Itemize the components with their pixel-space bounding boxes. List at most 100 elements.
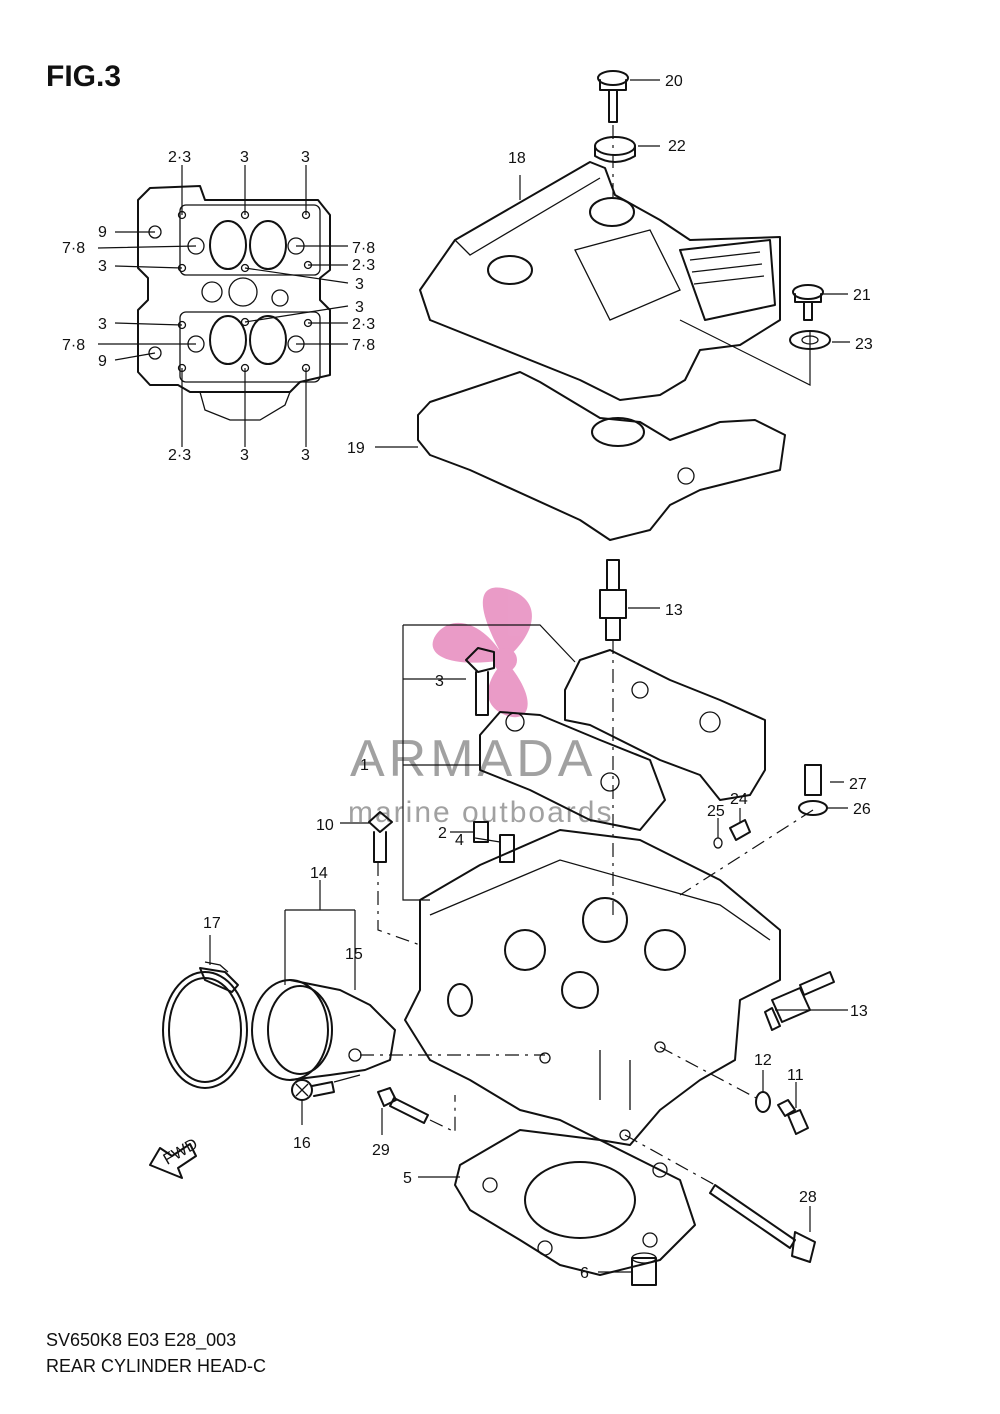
valve-pocket: [644, 929, 686, 971]
inset-callout: 2·3: [352, 316, 375, 333]
cam-holder-rear: [564, 649, 766, 801]
gasket-bolt-eye: [677, 467, 695, 485]
cam-holder-front: [479, 711, 666, 831]
head-cover-ridge: [454, 177, 601, 256]
valve-pocket: [561, 971, 599, 1009]
upper-bore-left: [209, 220, 247, 270]
breather-ribs: [689, 251, 765, 285]
callout-5: 5: [403, 1170, 412, 1187]
cam-leaders: [340, 607, 848, 843]
inset-callout: 3: [301, 447, 310, 464]
cover-leader-ends: [375, 79, 850, 448]
spark-plug-upper: [599, 559, 627, 641]
callout-29: 29: [372, 1142, 390, 1159]
callout-12: 12: [754, 1052, 772, 1069]
callout-3: 3: [435, 673, 444, 690]
gasket-bore: [524, 1161, 636, 1239]
head-side-bolt: [368, 811, 393, 863]
left-port: [201, 281, 223, 303]
callout-15: 15: [345, 946, 363, 963]
inset-callout: 3: [355, 276, 364, 293]
gasket-hole: [482, 1177, 498, 1193]
lower-bore-left: [209, 315, 247, 365]
head-studs: [599, 1050, 631, 1110]
bolt-hole-9-lower: [148, 346, 162, 360]
cover-leaders: [519, 175, 811, 386]
head-outline: [137, 185, 331, 393]
head-cover: [419, 161, 781, 401]
gasket-plug-ring: [591, 417, 645, 447]
short-head-bolt: [377, 1087, 429, 1124]
callout-23: 23: [855, 336, 873, 353]
inset-callout: 2·3: [168, 149, 191, 166]
valve-pocket: [582, 897, 628, 943]
fwd-label: FWD: [161, 1136, 201, 1169]
inset-callout: 9: [98, 224, 107, 241]
long-head-bolt: [709, 1184, 816, 1263]
callout-6: 6: [580, 1265, 589, 1282]
callout-18: 18: [508, 150, 526, 167]
propeller-logo: [432, 587, 532, 718]
diagram-caption: REAR CYLINDER HEAD-C: [46, 1356, 267, 1376]
cam-holder-bolt: [465, 647, 495, 716]
callout-20: 20: [665, 73, 683, 90]
right-port: [271, 289, 289, 307]
callout-2: 2: [438, 825, 447, 842]
dowel-pin: [473, 821, 489, 843]
cylinder-head: [404, 829, 848, 1146]
inset-callout: 3: [98, 316, 107, 333]
spark-plug-side: [764, 971, 835, 1031]
callout-21: 21: [853, 287, 871, 304]
inset-callout: 2·3: [168, 447, 191, 464]
head-dowel: [631, 1257, 657, 1286]
bolt-hole: [619, 1129, 631, 1141]
screw-leaders: [301, 1074, 361, 1125]
inset-callout: 3: [98, 258, 107, 275]
inset-callout: 7·8: [62, 337, 85, 354]
bolt-hole: [539, 1052, 551, 1064]
gasket-hole: [652, 1162, 668, 1178]
inset-callout: 7·8: [352, 337, 375, 354]
callout-16: 16: [293, 1135, 311, 1152]
inset-callout: 7·8: [62, 240, 85, 257]
head-leaders: [762, 1009, 848, 1108]
callout-10: 10: [316, 817, 334, 834]
figure-title: FIG.3: [46, 60, 122, 93]
hose-clamp: [162, 961, 248, 1089]
intake-port-hole: [447, 983, 473, 1017]
head-top-view-inset: 2·3 3 3 9 7·8 3 7·8 2·3 3 3 3 2·3 7·8 7·…: [62, 149, 375, 464]
bolt-hole: [654, 1041, 666, 1053]
side-washer: [755, 1091, 771, 1113]
callout-labels: 20 22 18 21 23 19 13 3 1 27 26 2 25 24 1…: [203, 73, 873, 1282]
watermark: ARMADA marine outboards: [348, 587, 613, 829]
callout-14: 14: [310, 865, 328, 882]
callout-19: 19: [347, 440, 365, 457]
cover-boss-right: [589, 197, 635, 227]
lower-bore-right: [249, 315, 287, 365]
head-casting: [404, 829, 781, 1146]
cam-holder-assembly: [340, 559, 848, 946]
watermark-tagline: marine outboards: [348, 796, 613, 829]
oil-pipe-dowel: [804, 764, 822, 796]
inset-callout: 3: [301, 149, 310, 166]
gasket-hole: [537, 1240, 553, 1256]
inset-callout: 3: [240, 447, 249, 464]
inset-callout: 3: [240, 149, 249, 166]
inset-callout: 2·3: [352, 257, 375, 274]
side-centerline: [659, 1046, 761, 1101]
dowel-pin-long: [499, 834, 515, 863]
callout-17: 17: [203, 915, 221, 932]
intake-screw: [291, 1079, 335, 1101]
center-port: [228, 277, 258, 307]
breather-bolt: [792, 284, 824, 321]
head-cover-gasket: [417, 371, 786, 541]
callout-13-upper: 13: [665, 602, 683, 619]
bolt-centerline: [377, 862, 421, 946]
cover-bolt: [597, 70, 629, 123]
callout-4: 4: [455, 832, 464, 849]
callout-25: 25: [707, 803, 725, 820]
callout-22: 22: [668, 138, 686, 155]
breather-box: [679, 239, 776, 321]
oil-fitting: [729, 819, 751, 841]
